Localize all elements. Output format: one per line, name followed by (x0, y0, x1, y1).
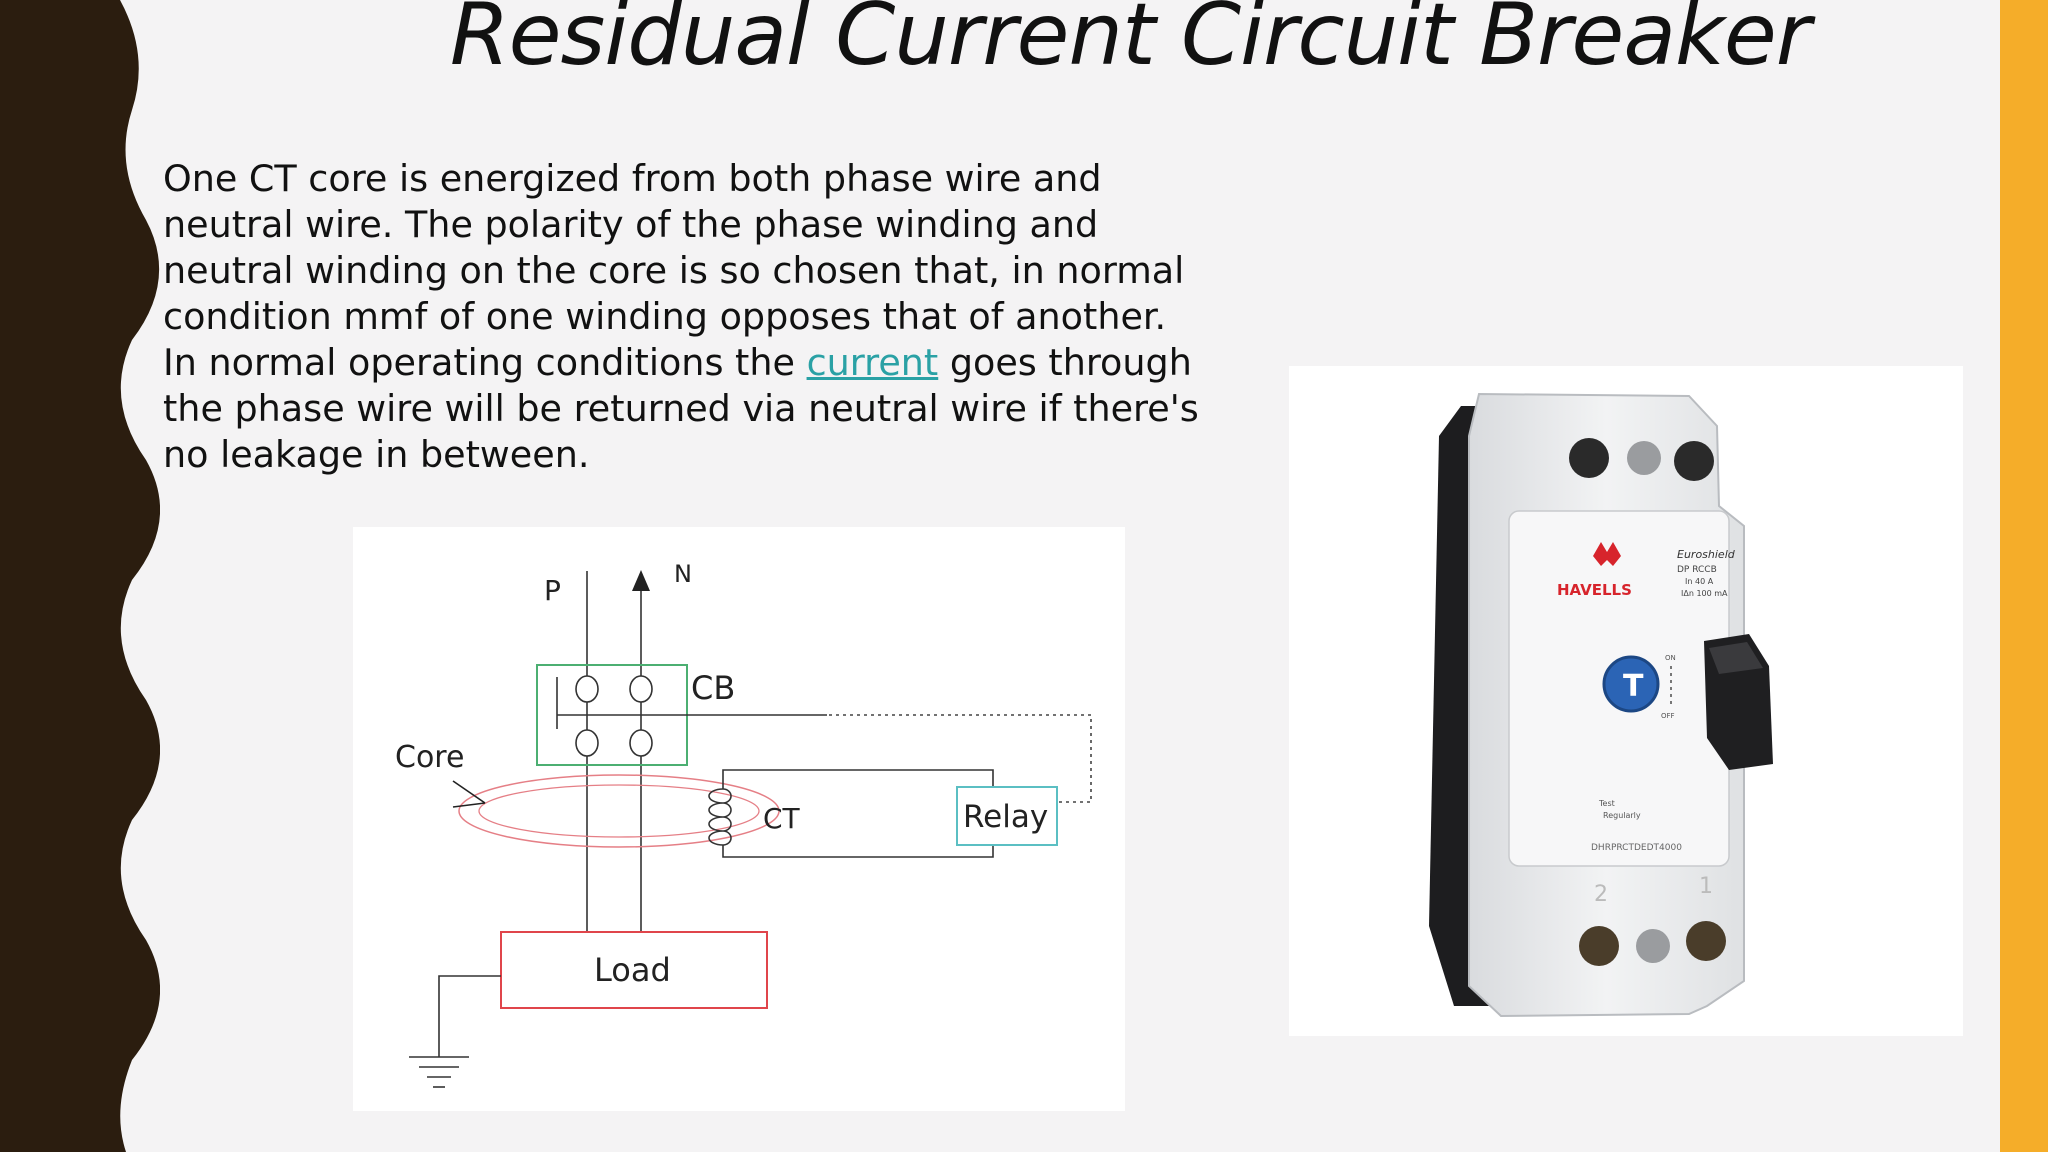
ct-coil-inner (708, 788, 724, 846)
rccb-circuit-diagram: P N CB Core CT Relay (353, 527, 1125, 1111)
switch-on-label: ON (1665, 654, 1676, 662)
top-terminal-1 (1569, 438, 1609, 478)
terminal-label-1: 1 (1699, 874, 1713, 899)
ct-top-lead (722, 769, 994, 789)
load-box (500, 931, 768, 1009)
relay-label: Relay (963, 799, 1048, 835)
model-line-2: DP RCCB (1677, 565, 1717, 575)
rating-line-2: IΔn 100 mA (1681, 589, 1728, 598)
bottom-terminal-2 (1636, 929, 1670, 963)
neutral-label: N (674, 560, 692, 588)
part-number: DHRPRCTDEDT4000 (1591, 843, 1682, 853)
test-note-line-2: Regularly (1603, 811, 1641, 820)
model-line-1: Euroshield (1677, 548, 1736, 561)
right-accent-bar (2000, 0, 2048, 1152)
cb-contact-top-right (629, 675, 653, 703)
cb-contact-bottom-right (629, 729, 653, 757)
bottom-terminal-3 (1686, 921, 1726, 961)
toggle-lever-highlight (1709, 642, 1763, 674)
ct-bottom-lead (722, 845, 994, 858)
switch-off-label: OFF (1661, 712, 1675, 720)
paragraph-2-end: goes through the phase wire will be retu… (163, 341, 1199, 476)
havells-logo-icon (1593, 542, 1621, 566)
brand-label: HAVELLS (1557, 581, 1632, 599)
paragraph-2-start: In normal operating conditions the (163, 341, 807, 384)
paragraph-2: In normal operating conditions the curre… (163, 340, 1223, 478)
body-text: One CT core is energized from both phase… (163, 156, 1223, 478)
load-label: Load (594, 951, 671, 989)
relay-box (956, 786, 1058, 846)
cb-contact-top-left (575, 675, 599, 703)
cb-contact-bottom-left (575, 729, 599, 757)
cb-label: CB (691, 669, 735, 707)
rating-line-1: In 40 A (1685, 577, 1714, 586)
core-label: Core (395, 740, 464, 775)
slide-title: Residual Current Circuit Breaker (449, 0, 1811, 85)
rccb-product-photo: HAVELLS Euroshield DP RCCB In 40 A IΔn 1… (1289, 366, 1963, 1036)
test-note-line-1: Test (1598, 799, 1615, 808)
relay-trip-dotted-line (829, 714, 1092, 803)
test-button-label: T (1623, 669, 1644, 704)
earth-wire (438, 975, 501, 1057)
paragraph-1: One CT core is energized from both phase… (163, 157, 1185, 338)
ct-core-outer (458, 774, 780, 848)
wavy-left-border (0, 0, 160, 1152)
bottom-terminal-1 (1579, 926, 1619, 966)
top-terminal-3 (1674, 441, 1714, 481)
neutral-arrow-icon (632, 570, 650, 591)
terminal-label-2: 2 (1594, 882, 1608, 907)
core-pointer-tail (452, 802, 486, 808)
test-button[interactable] (1602, 655, 1660, 713)
phase-label: P (544, 574, 561, 607)
top-terminal-2 (1627, 441, 1661, 475)
ct-core-inner (478, 784, 760, 838)
core-pointer-arrow (452, 780, 486, 804)
current-link[interactable]: current (806, 341, 939, 384)
ct-label: CT (763, 802, 801, 835)
